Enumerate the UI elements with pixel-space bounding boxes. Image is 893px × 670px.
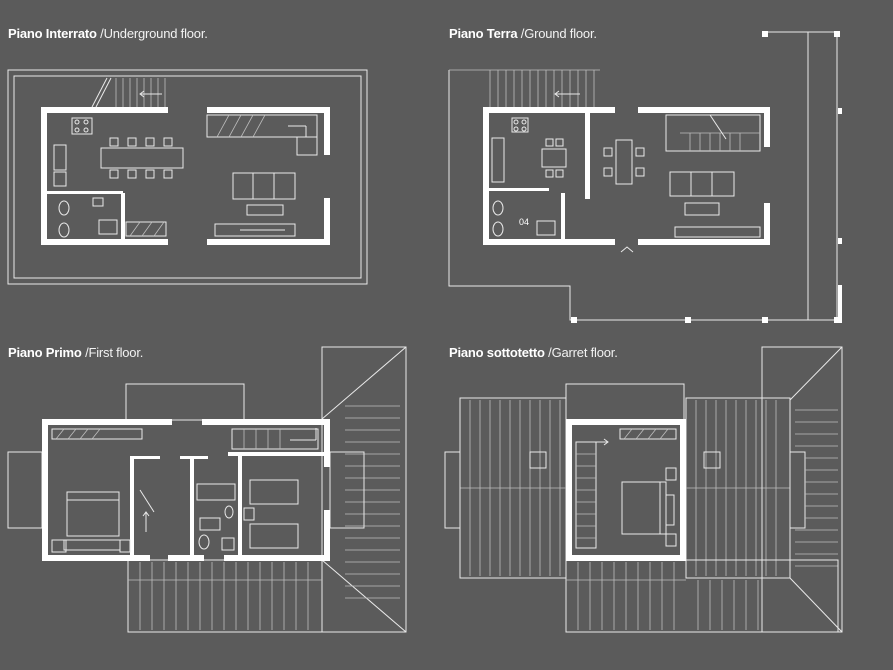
room-label: 04: [519, 217, 529, 227]
plan-name: Piano Primo: [8, 345, 82, 360]
plan-name: Piano Terra: [449, 26, 518, 41]
plan-ground: 04: [448, 31, 842, 323]
plan-subtitle: /Ground floor.: [520, 26, 597, 41]
title-garret: Piano sottotetto /Garret floor.: [449, 345, 618, 360]
title-ground: Piano Terra /Ground floor.: [449, 26, 597, 41]
plan-subtitle: /Garret floor.: [548, 345, 618, 360]
title-underground: Piano Interrato /Underground floor.: [8, 26, 208, 41]
plan-name: Piano Interrato: [8, 26, 97, 41]
plan-subtitle: /First floor.: [85, 345, 144, 360]
plan-subtitle: /Underground floor.: [100, 26, 208, 41]
plan-first: [7, 346, 407, 633]
plan-underground: [7, 69, 368, 285]
plan-name: Piano sottotetto: [449, 345, 545, 360]
title-first: Piano Primo /First floor.: [8, 345, 143, 360]
plan-garret: [444, 346, 843, 633]
